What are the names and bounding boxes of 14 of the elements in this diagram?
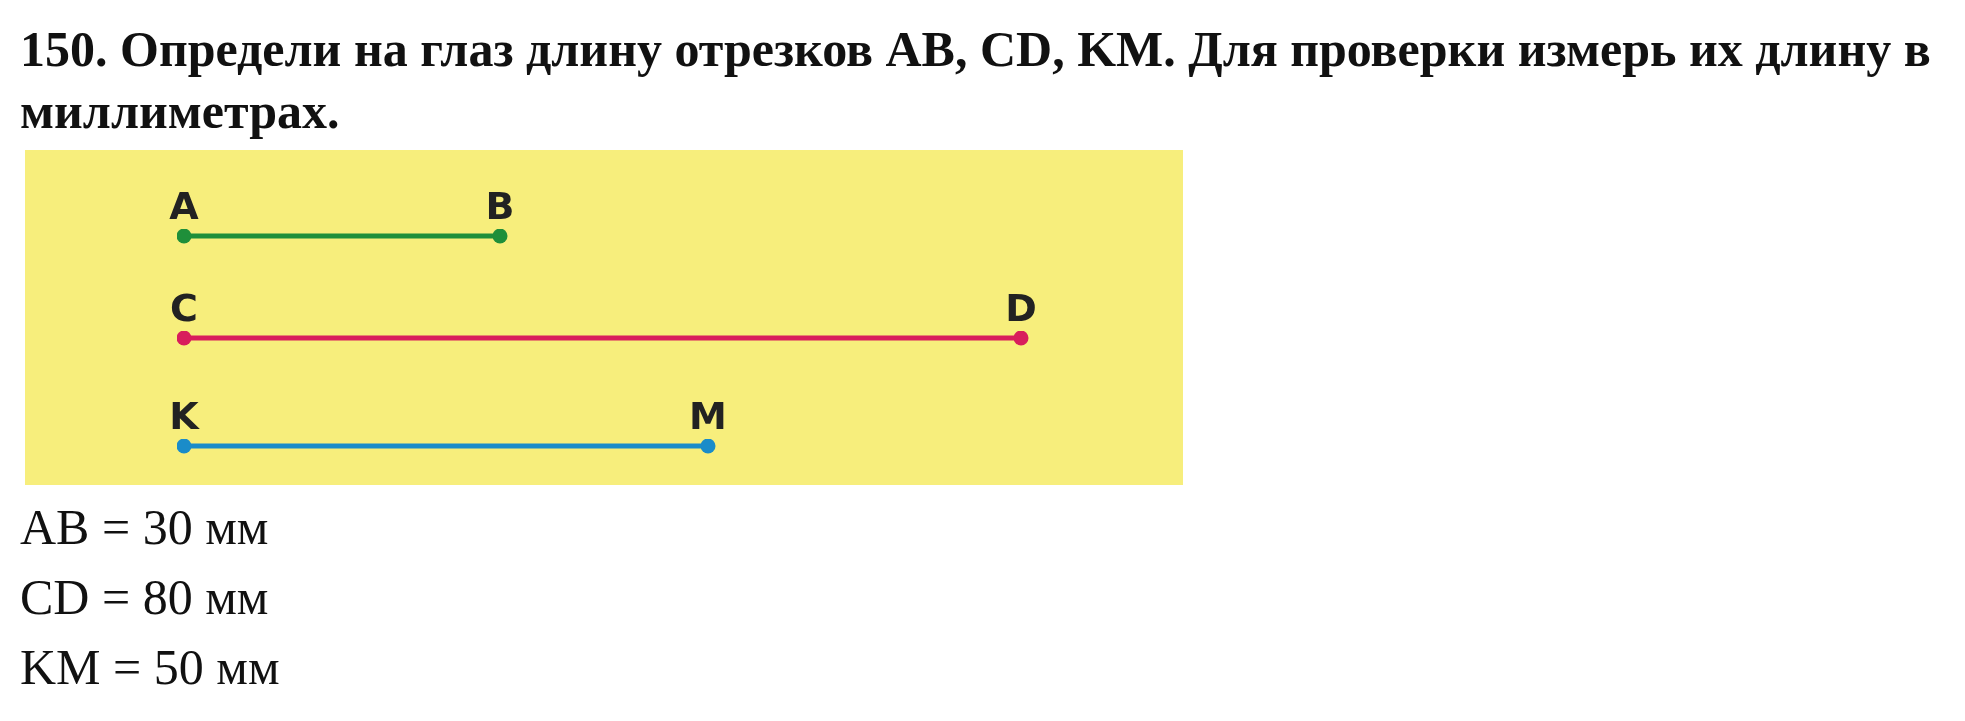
- line-segment: [176, 330, 1029, 346]
- point-letter: B: [480, 184, 520, 236]
- line-segment: [176, 438, 716, 454]
- point-letter: M: [688, 394, 728, 446]
- answer-text: CD = 80 мм: [20, 568, 269, 626]
- drawing-panel: [25, 150, 1183, 485]
- task-heading: 150. Определи на глаз длину отрезков AB, CD, KM. Для проверки измерь их длину в миллиметрах.: [20, 20, 1932, 141]
- point-letter: K: [164, 394, 204, 446]
- point-letter: C: [164, 286, 204, 338]
- line-segment: [176, 228, 508, 244]
- answer-text: AB = 30 мм: [20, 498, 269, 556]
- answer-text: KM = 50 мм: [20, 638, 280, 696]
- point-letter: D: [1001, 286, 1041, 338]
- point-letter: A: [164, 184, 204, 236]
